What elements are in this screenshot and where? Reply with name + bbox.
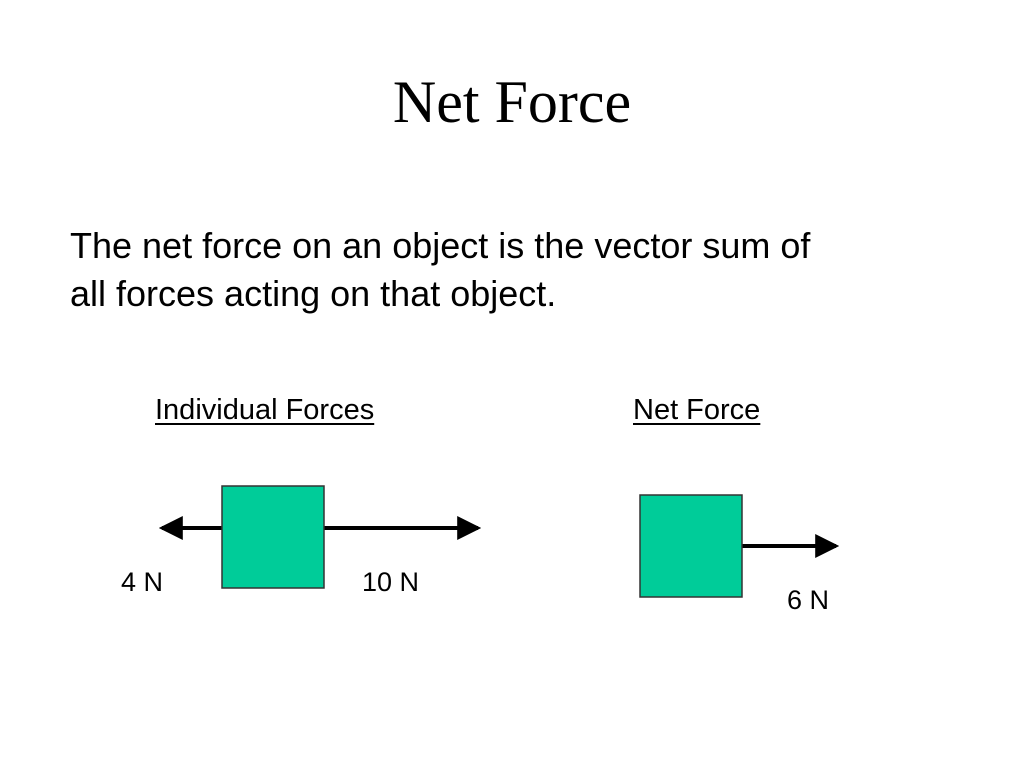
definition-text: The net force on an object is the vector… (70, 222, 930, 318)
net-force-diagram: 6 N (639, 494, 840, 615)
object-box-individual (221, 485, 325, 589)
force-label-10n: 10 N (362, 567, 419, 597)
individual-forces-diagram: 4 N 10 N (121, 485, 482, 597)
definition-line-2: all forces acting on that object. (70, 273, 557, 314)
force-label-4n: 4 N (121, 567, 163, 597)
slide-title: Net Force (392, 69, 632, 135)
definition-line-1: The net force on an object is the vector… (70, 225, 811, 266)
individual-forces-heading: Individual Forces (155, 394, 375, 426)
object-box-net (639, 494, 743, 598)
force-label-6n: 6 N (787, 585, 829, 615)
net-force-heading: Net Force (633, 394, 761, 426)
